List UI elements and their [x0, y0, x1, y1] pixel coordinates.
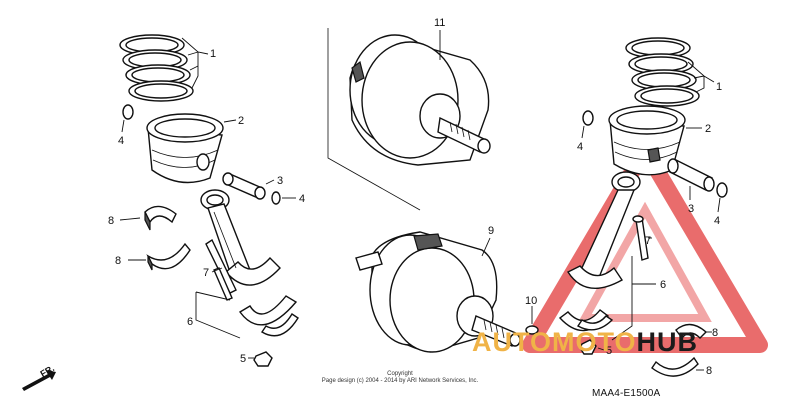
- bearing-lower-right: [651, 356, 699, 377]
- piston-pin-clip-left-right: [271, 191, 281, 205]
- piston-rings-left: [119, 34, 194, 102]
- callout-1-right: 1: [716, 81, 722, 93]
- piston-pin-clip-right-top: [582, 110, 594, 126]
- rod-cap-right: [558, 309, 614, 332]
- callout-8-left-upper: 8: [108, 215, 114, 227]
- callout-5-left: 5: [240, 353, 246, 365]
- callout-7-right: 7: [645, 235, 651, 247]
- watermark-text-secondary: HUB: [636, 327, 699, 357]
- piston-pin-clip-right-right: [716, 182, 728, 198]
- piston-left: [146, 113, 224, 184]
- bearing-upper-left: [144, 205, 177, 231]
- callout-4-left-top: 4: [118, 135, 124, 147]
- rod-nut-right: [579, 339, 597, 355]
- callout-4-right-right: 4: [714, 215, 720, 227]
- callout-4-right-top: 4: [577, 141, 583, 153]
- callout-2-left: 2: [238, 115, 244, 127]
- watermark-text-primary: AUTOMOTO: [472, 327, 637, 357]
- watermark-logo: [522, 142, 768, 353]
- callout-3-left: 3: [277, 175, 283, 187]
- callout-8-right-upper: 8: [712, 327, 718, 339]
- rod-nut-left: [253, 351, 273, 367]
- woodruff-key: [525, 325, 539, 335]
- callout-4-left-right: 4: [299, 193, 305, 205]
- crankshaft-assembly-top: [327, 28, 491, 211]
- callout-5-right: 5: [606, 345, 612, 357]
- copyright-title: Copyright: [387, 371, 413, 377]
- bearing-upper-right: [675, 323, 708, 340]
- callout-11: 11: [434, 17, 445, 29]
- rod-bolts-left: [205, 238, 237, 301]
- callout-2-right: 2: [705, 123, 711, 135]
- callout-1-left: 1: [210, 48, 216, 60]
- piston-pin-left: [222, 172, 266, 200]
- rod-cap-left: [238, 295, 299, 337]
- connecting-rod-left: [200, 189, 281, 286]
- connecting-rod-right: [566, 171, 641, 289]
- copyright-line: Page design (c) 2004 - 2014 by ARI Netwo…: [321, 378, 479, 384]
- piston-pin-clip-left-top: [122, 104, 134, 120]
- callout-8-right-lower: 8: [706, 365, 712, 377]
- callout-3-right: 3: [688, 203, 694, 215]
- piston-rings-right: [625, 37, 700, 107]
- front-direction-arrow: [22, 370, 56, 391]
- callout-8-left-lower: 8: [115, 255, 121, 267]
- callout-7-left: 7: [203, 267, 209, 279]
- rod-bolt-right: [632, 215, 649, 261]
- diagram-code: MAA4-E1500A: [592, 388, 661, 399]
- crankshaft: [355, 231, 521, 353]
- piston-pin-right: [667, 158, 715, 192]
- callout-9: 9: [488, 225, 494, 237]
- watermark-text: AUTOMOTOHUB: [472, 327, 698, 358]
- callout-10: 10: [525, 295, 537, 307]
- callout-6-right: 6: [660, 279, 666, 291]
- piston-right: [608, 105, 686, 176]
- callout-6-left: 6: [187, 316, 193, 328]
- bearing-lower-left: [146, 242, 191, 271]
